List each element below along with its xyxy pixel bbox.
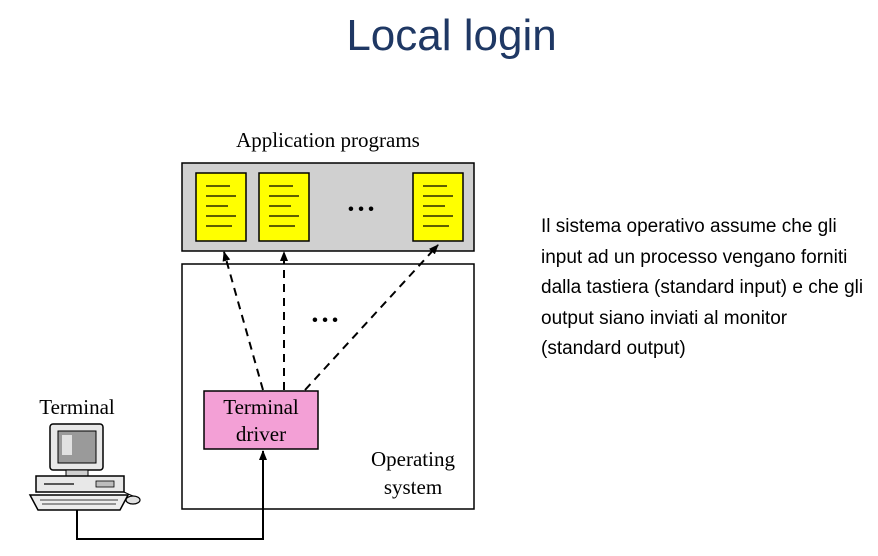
- application-program-icon: [258, 172, 310, 242]
- operating-system-box: [181, 263, 475, 510]
- terminal-driver-label-line1: Terminal: [223, 395, 299, 419]
- operating-system-label-line2: system: [384, 475, 442, 499]
- description-text: Il sistema operativo assume che gli inpu…: [541, 216, 864, 359]
- ellipsis-top: • • •: [348, 201, 374, 218]
- terminal-driver-box: [203, 390, 319, 450]
- application-programs-label: Application programs: [236, 128, 420, 152]
- dashed-arrow: [304, 244, 439, 391]
- terminal-cable-arrow: [76, 450, 267, 540]
- terminal-computer-icon: [28, 423, 141, 511]
- application-program-icon: [195, 172, 247, 242]
- terminal-label: Terminal: [39, 395, 115, 419]
- slide-title: Local login: [346, 11, 557, 60]
- ellipsis-middle: • • •: [312, 312, 338, 329]
- application-program-icon: [412, 172, 464, 242]
- dashed-arrow: [222, 251, 264, 391]
- operating-system-label-line1: Operating: [371, 447, 455, 471]
- terminal-driver-label-line2: driver: [236, 422, 286, 446]
